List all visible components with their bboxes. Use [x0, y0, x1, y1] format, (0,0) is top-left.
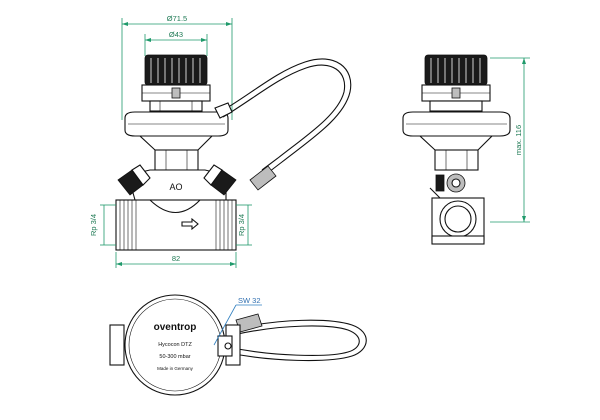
side-adjustment-knob: [424, 54, 488, 86]
left-port: [117, 164, 151, 196]
dimension-inner-diameter: Ø43: [144, 30, 208, 56]
height-label: max. 116: [514, 125, 523, 155]
right-port: [203, 164, 237, 196]
length-label: 82: [172, 254, 180, 263]
callout-spanner-size: SW 32: [213, 296, 262, 346]
dimension-thread-right: Rp 3/4: [236, 204, 252, 246]
origin-label: Made in Germany: [157, 366, 194, 371]
flow-arrow-icon: [181, 217, 199, 231]
inner-diameter-label: Ø43: [169, 30, 183, 39]
adjustment-knob: [144, 54, 208, 86]
dimension-outer-diameter: Ø71.5: [121, 14, 233, 120]
brand-label: oventrop: [154, 322, 197, 333]
dimension-length: 82: [115, 252, 237, 268]
capillary-tube: [214, 58, 352, 191]
thread-left-label: Rp 3/4: [89, 214, 98, 236]
dimension-thread-left: Rp 3/4: [89, 204, 116, 246]
dimension-height: max. 116: [490, 57, 530, 223]
top-view: oventrop Hycocon DTZ 50-300 mbar Made in…: [109, 294, 367, 396]
front-view: Ø71.5 Ø43: [89, 14, 352, 268]
range-label: 50-300 mbar: [159, 354, 190, 360]
spanner-size-label: SW 32: [238, 296, 261, 305]
side-view: max. 116: [402, 54, 530, 245]
hex-nut: [154, 149, 199, 171]
valve-body: [115, 199, 237, 251]
body-marking: AO: [169, 182, 182, 192]
capillary-coil: [224, 313, 367, 362]
model-label: Hycocon DTZ: [158, 342, 192, 348]
thread-right-label: Rp 3/4: [237, 214, 246, 236]
outer-diameter-label: Ø71.5: [167, 14, 187, 23]
